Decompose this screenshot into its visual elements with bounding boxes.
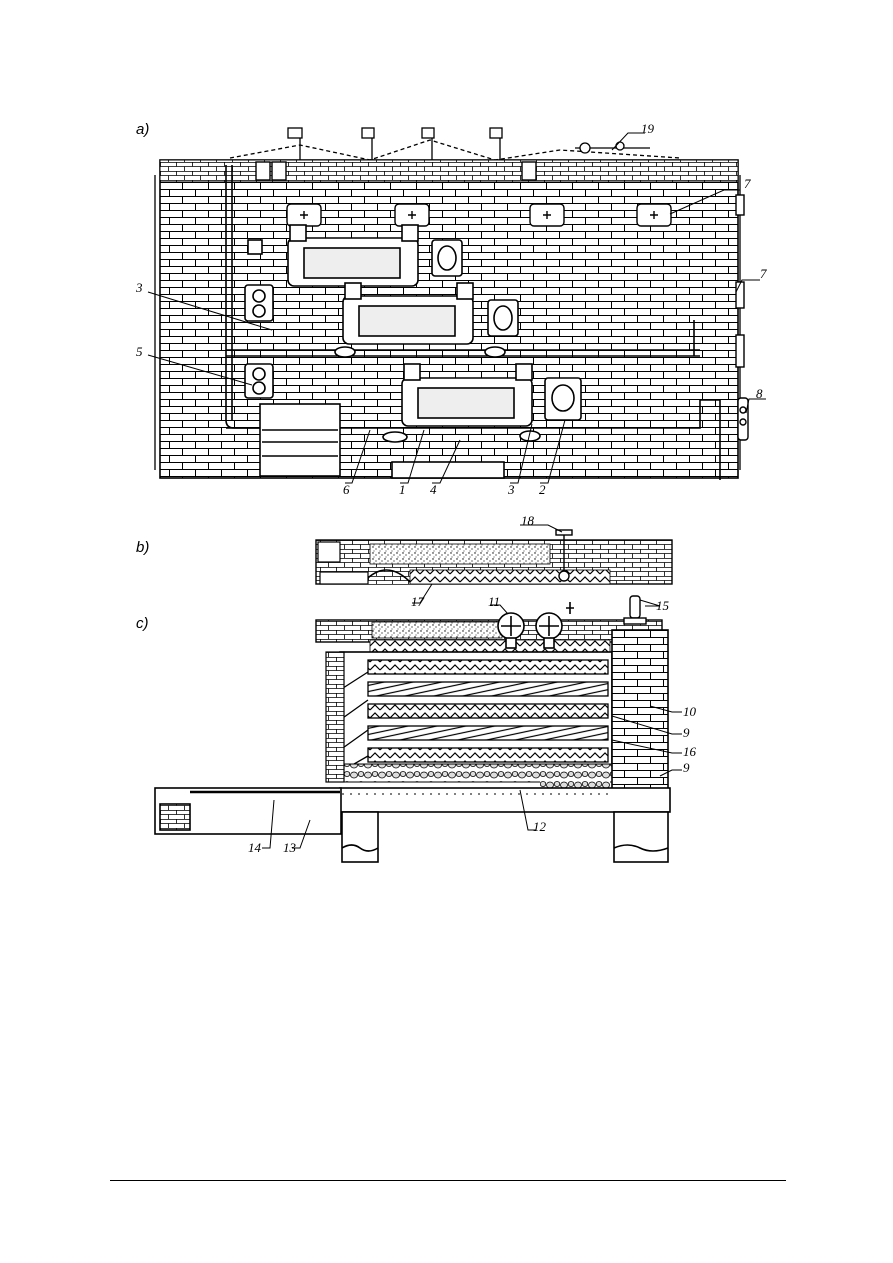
- retort-shelves: [339, 659, 609, 773]
- left-gauge-panels: [244, 284, 274, 399]
- right-brick-wall: [611, 629, 669, 791]
- right-fittings: [735, 194, 749, 441]
- fitting-15: [623, 595, 647, 625]
- callout-12: 12: [533, 819, 547, 834]
- callout-9a: 9: [683, 725, 690, 740]
- callout-8: 8: [756, 386, 763, 401]
- lower-openings: [259, 346, 541, 479]
- callout-16: 16: [683, 744, 697, 759]
- dial-instruments: [497, 602, 574, 649]
- callout-17: 17: [411, 594, 425, 609]
- callout-10: 10: [683, 704, 697, 719]
- side-trough: [154, 787, 342, 835]
- callout-4: 4: [430, 482, 437, 497]
- panel-c-label: c): [136, 615, 149, 632]
- base-slab: [339, 787, 671, 813]
- callout-7b: 7: [760, 266, 767, 281]
- furnace-door-lower: [401, 363, 582, 427]
- top-peepholes: [255, 161, 672, 227]
- panel-c-section: c): [136, 594, 697, 863]
- callout-1: 1: [399, 482, 406, 497]
- callout-18: 18: [521, 513, 535, 528]
- roof-valve-18: [555, 529, 573, 582]
- furnace-door-middle: [342, 282, 519, 345]
- callout-2: 2: [539, 482, 546, 497]
- callout-9b: 9: [683, 760, 690, 775]
- callout-19: 19: [641, 121, 655, 136]
- panel-b-section: b) 18 17: [136, 513, 673, 609]
- callout-15: 15: [656, 598, 670, 613]
- callout-14: 14: [248, 840, 262, 855]
- callout-3a: 3: [135, 280, 143, 295]
- furnace-door-upper: [287, 224, 463, 287]
- top-frame: [154, 127, 741, 470]
- callout-11: 11: [488, 594, 500, 609]
- panel-c-leaders: [262, 599, 682, 849]
- panel-b-label: b): [136, 539, 149, 556]
- panel-a-label: a): [136, 121, 149, 138]
- callout-7a: 7: [744, 176, 751, 191]
- support-legs: [341, 811, 669, 863]
- callout-3b: 3: [507, 482, 515, 497]
- callout-6: 6: [343, 482, 350, 497]
- panel-a-leaders: [147, 132, 766, 484]
- callout-5: 5: [136, 344, 143, 359]
- callout-13: 13: [283, 840, 297, 855]
- panel-a-front-view: a): [135, 121, 767, 497]
- footer-rule: [110, 1180, 786, 1181]
